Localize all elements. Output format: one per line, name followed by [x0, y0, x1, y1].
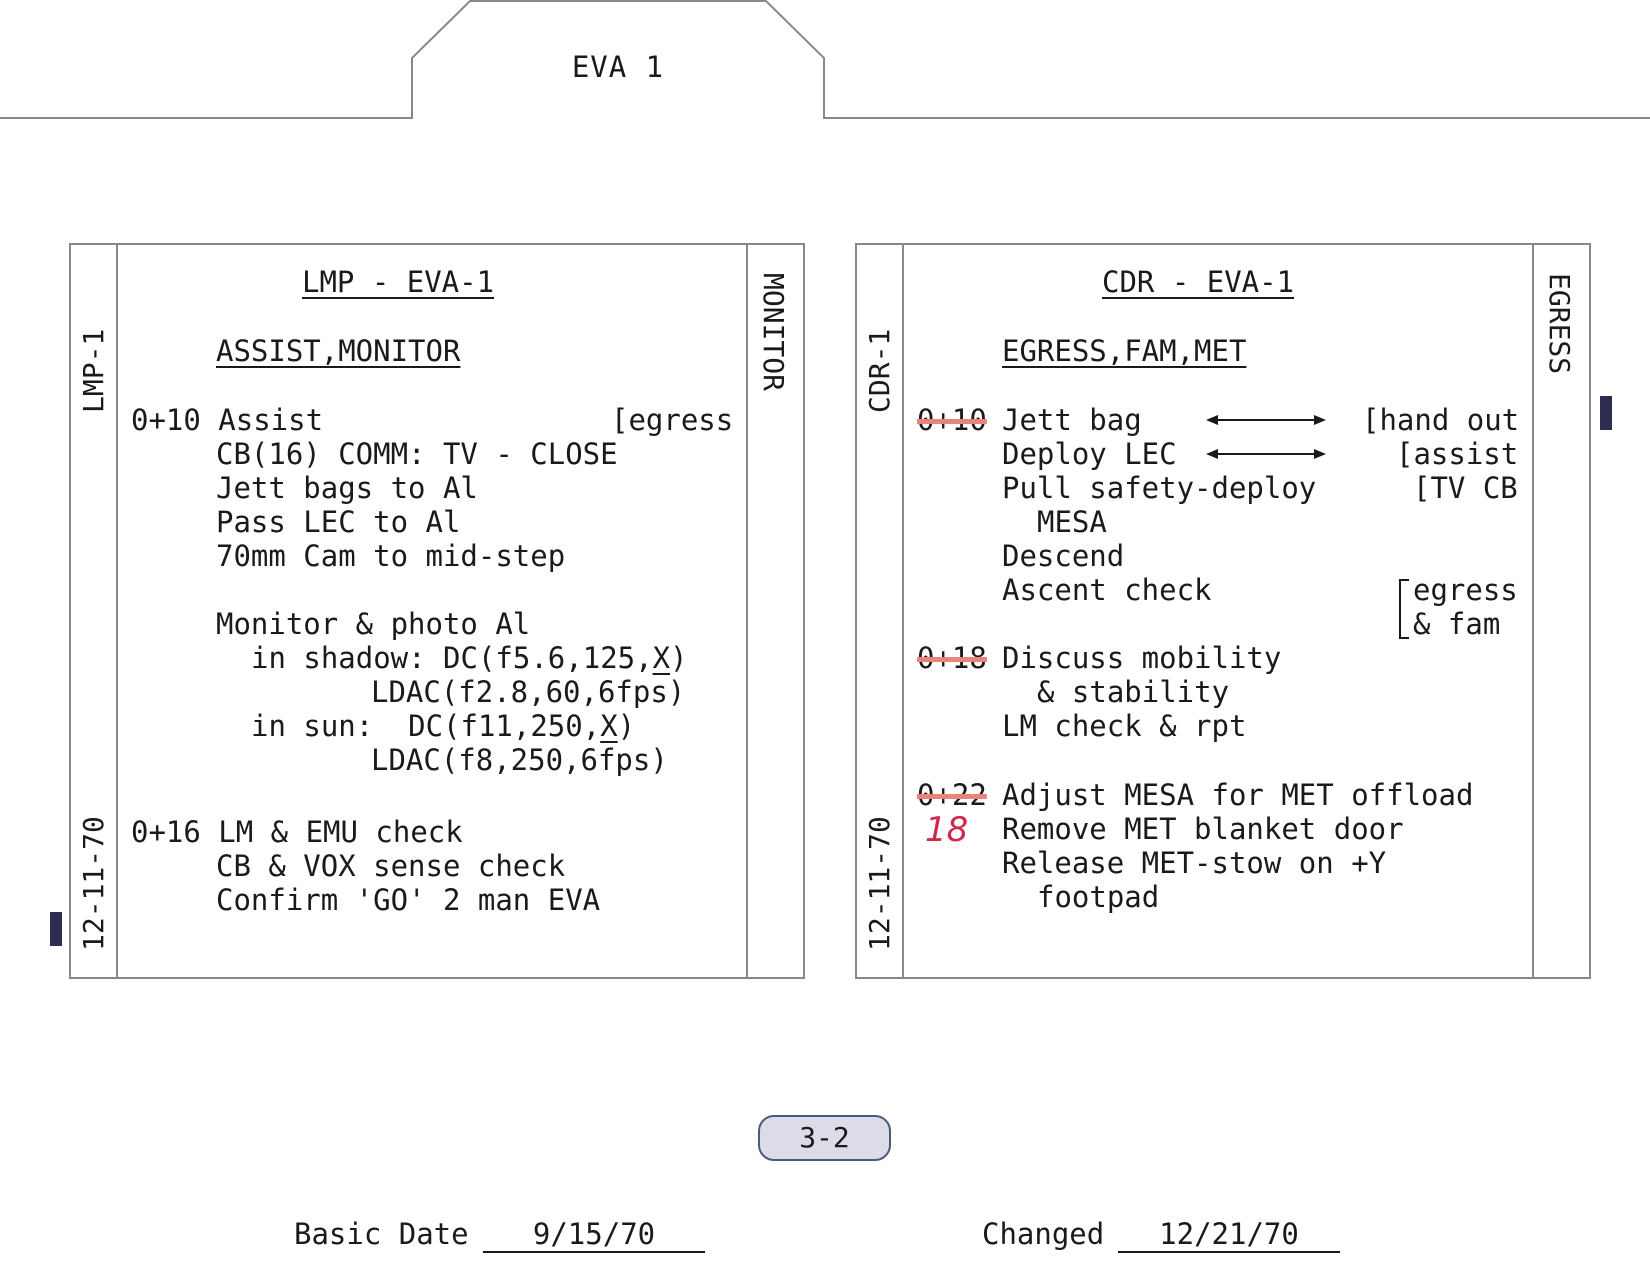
- cdr-step: & stability: [1037, 675, 1230, 709]
- changed-date-label: Changed: [982, 1217, 1105, 1251]
- lmp-card-id: LMP-1: [77, 328, 110, 413]
- cdr-card-title: CDR - EVA-1: [1102, 265, 1295, 299]
- cdr-step: Descend: [1002, 539, 1125, 573]
- cdr-step: Remove MET blanket door: [1002, 812, 1404, 846]
- lmp-step: LDAC(f2.8,60,6fps): [371, 675, 686, 709]
- cdr-time-struck: 0+10: [917, 403, 987, 437]
- lmp-left-margin: LMP-1 12-11-70: [71, 245, 118, 977]
- header-tab-outline: [0, 0, 1650, 119]
- lmp-checklist-card: LMP-1 12-11-70 MONITOR LMP - EVA-1 ASSIS…: [69, 243, 805, 979]
- cdr-phase-tab: EGRESS: [1543, 273, 1576, 375]
- cdr-step: Adjust MESA for MET offload: [1002, 778, 1474, 812]
- lmp-note-egress: [egress: [611, 403, 734, 437]
- cdr-step: Deploy LEC: [1002, 437, 1177, 471]
- lmp-card-date: 12-11-70: [77, 816, 110, 951]
- cdr-note-hand-out: [hand out: [1362, 403, 1520, 437]
- cdr-step: Release MET-stow on +Y: [1002, 846, 1387, 880]
- cdr-step: Ascent check: [1002, 573, 1212, 607]
- lmp-step-sun: in sun: DC(f11,250,X): [251, 709, 636, 743]
- cdr-note-fam: & fam: [1413, 607, 1501, 641]
- double-arrow-icon: [1206, 449, 1326, 459]
- cdr-step: footpad: [1037, 880, 1160, 914]
- cdr-card-date: 12-11-70: [863, 816, 896, 951]
- section-title: EVA 1: [571, 50, 665, 84]
- lmp-card-subtitle: ASSIST,MONITOR: [216, 334, 461, 368]
- lmp-step: Pass LEC to Al: [216, 505, 461, 539]
- lmp-step-shadow: in shadow: DC(f5.6,125,X): [251, 641, 688, 675]
- lmp-step: 70mm Cam to mid-step: [216, 539, 566, 573]
- cdr-card-id: CDR-1: [863, 328, 896, 413]
- changed-date-value: 12/21/70: [1118, 1217, 1340, 1253]
- cdr-step: Discuss mobility: [1002, 641, 1282, 675]
- change-bar: [1600, 396, 1612, 430]
- lmp-step: CB & VOX sense check: [216, 849, 566, 883]
- basic-date-value: 9/15/70: [483, 1217, 705, 1253]
- cdr-right-margin: EGRESS: [1532, 245, 1589, 977]
- basic-date-label: Basic Date: [294, 1217, 469, 1251]
- change-bar: [50, 912, 62, 946]
- cdr-card-subtitle: EGRESS,FAM,MET: [1002, 334, 1247, 368]
- bracket-icon: [1399, 579, 1409, 639]
- cdr-step: Pull safety-deploy: [1002, 471, 1317, 505]
- lmp-step: Confirm 'GO' 2 man EVA: [216, 883, 601, 917]
- handwritten-time-correction: 18: [925, 810, 969, 850]
- cdr-note-tv-cb: [TV CB: [1413, 471, 1518, 505]
- cdr-step: Jett bag: [1002, 403, 1142, 437]
- lmp-step: 0+10 Assist: [131, 403, 324, 437]
- lmp-step: Jett bags to Al: [216, 471, 478, 505]
- lmp-step: LDAC(f8,250,6fps): [371, 743, 668, 777]
- lmp-step: CB(16) COMM: TV - CLOSE: [216, 437, 618, 471]
- cdr-left-margin: CDR-1 12-11-70: [857, 245, 904, 977]
- double-arrow-icon: [1206, 415, 1326, 425]
- cdr-note-assist: [assist: [1396, 437, 1519, 471]
- lmp-step: Monitor & photo Al: [216, 607, 531, 641]
- lmp-step: 0+16 LM & EMU check: [131, 815, 463, 849]
- cdr-checklist-card: CDR-1 12-11-70 EGRESS CDR - EVA-1 EGRESS…: [855, 243, 1591, 979]
- cdr-step: MESA: [1037, 505, 1107, 539]
- lmp-phase-tab: MONITOR: [757, 273, 790, 392]
- cdr-note-egress: egress: [1413, 573, 1518, 607]
- cdr-step: LM check & rpt: [1002, 709, 1247, 743]
- lmp-right-margin: MONITOR: [746, 245, 803, 977]
- page-number: 3-2: [758, 1115, 891, 1161]
- cdr-time-struck: 0+22: [917, 778, 987, 812]
- cdr-time-struck: 0+18: [917, 641, 987, 675]
- lmp-card-title: LMP - EVA-1: [302, 265, 495, 299]
